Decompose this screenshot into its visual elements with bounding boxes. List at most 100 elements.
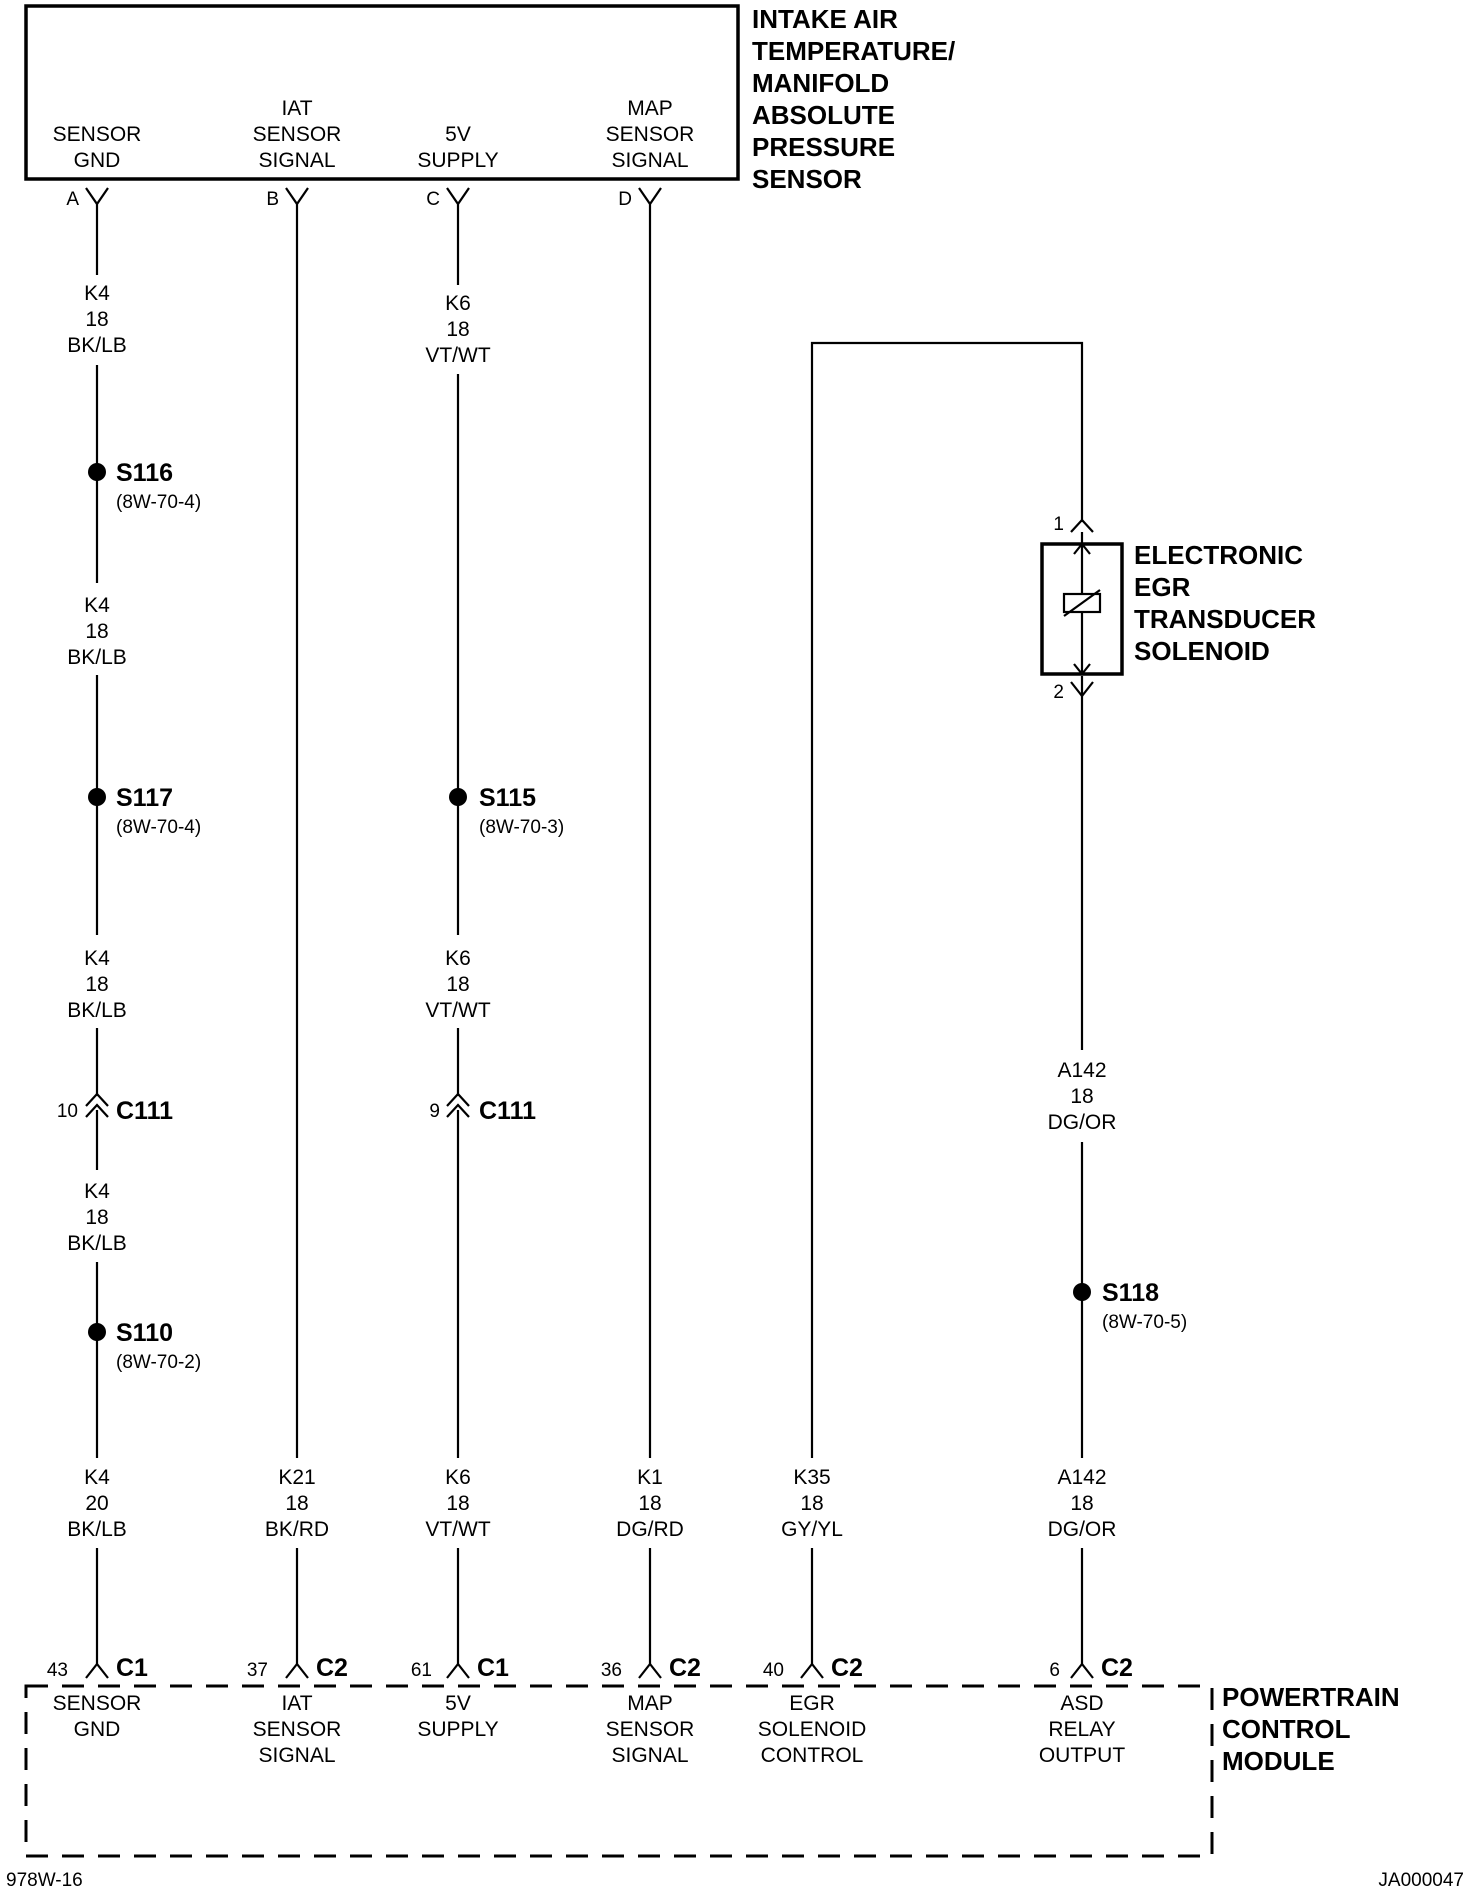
sensor-pin-a: A bbox=[66, 189, 79, 210]
pcm-connector-c2: C2 bbox=[316, 1654, 348, 1682]
wire-label-k1-circuit: K1 bbox=[637, 1466, 663, 1489]
wire-label-k4-gauge: 18 bbox=[85, 1206, 108, 1229]
splice-dot bbox=[88, 463, 106, 481]
wire-label-a142-gauge: 18 bbox=[1070, 1085, 1093, 1108]
male-connector-symbol bbox=[638, 1662, 662, 1679]
wire-label-k6-gauge: 18 bbox=[446, 973, 469, 996]
pcm-connector-c2: C2 bbox=[1101, 1654, 1133, 1682]
pcm-label-iat-3: SIGNAL bbox=[258, 1744, 335, 1767]
wire-label-k1-color: DG/RD bbox=[616, 1518, 684, 1541]
female-connector-symbol bbox=[85, 187, 109, 214]
sensor-title-2: TEMPERATURE/ bbox=[752, 36, 955, 66]
male-connector-symbol bbox=[800, 1662, 824, 1679]
wire-label-k6-color: VT/WT bbox=[425, 1518, 490, 1541]
wire-label-k4-gauge: 18 bbox=[85, 973, 108, 996]
male-connector-symbol bbox=[285, 1662, 309, 1679]
pcm-connector-c2: C2 bbox=[831, 1654, 863, 1682]
wire-label-k4-circuit: K4 bbox=[84, 1466, 110, 1489]
wire-label-k4-color: BK/LB bbox=[67, 334, 127, 357]
solenoid-lower-lead bbox=[1073, 612, 1091, 676]
wire-label-k4-color: BK/LB bbox=[67, 999, 127, 1022]
pcm-connector-c1: C1 bbox=[116, 1654, 148, 1682]
sensor-pin-d-label-2: SENSOR bbox=[606, 123, 695, 146]
wire-label-k4-circuit: K4 bbox=[84, 947, 110, 970]
splice-s118-ref: (8W-70-5) bbox=[1102, 1312, 1187, 1333]
footer-figure-id: 978W-16 bbox=[6, 1870, 83, 1891]
pcm-connector-c2: C2 bbox=[669, 1654, 701, 1682]
splice-s115-ref: (8W-70-3) bbox=[479, 817, 564, 838]
sensor-pin-a-label-2: GND bbox=[74, 149, 121, 172]
solenoid-title-1: ELECTRONIC bbox=[1134, 540, 1303, 570]
pcm-pin-43: 43 bbox=[47, 1660, 68, 1681]
solenoid-title-3: TRANSDUCER bbox=[1134, 604, 1316, 634]
wire-label-k4-gauge: 18 bbox=[85, 308, 108, 331]
wire-label-k4-color: BK/LB bbox=[67, 1518, 127, 1541]
pcm-pin-61: 61 bbox=[411, 1660, 432, 1681]
sensor-pin-d-label-3: SIGNAL bbox=[611, 149, 688, 172]
wire-label-a142-color: DG/OR bbox=[1048, 1518, 1117, 1541]
wire-label-k6-circuit: K6 bbox=[445, 947, 471, 970]
connector-c111: C111 bbox=[479, 1097, 536, 1125]
sensor-title-1: INTAKE AIR bbox=[752, 4, 898, 34]
pcm-pin-37: 37 bbox=[247, 1660, 268, 1681]
footer-drawing-id: JA000047 bbox=[1378, 1870, 1464, 1891]
wire-label-k6-circuit: K6 bbox=[445, 292, 471, 315]
pcm-box bbox=[24, 1684, 1214, 1858]
wire-label-a142-gauge: 18 bbox=[1070, 1492, 1093, 1515]
splice-dot bbox=[88, 788, 106, 806]
pcm-label-map-1: MAP bbox=[627, 1692, 673, 1715]
sensor-pin-a-label-1: SENSOR bbox=[53, 123, 142, 146]
wire-label-k6-gauge: 18 bbox=[446, 1492, 469, 1515]
inline-connector-symbol bbox=[85, 1092, 109, 1118]
pcm-connector-c1: C1 bbox=[477, 1654, 509, 1682]
pcm-label-sensor-gnd-2: GND bbox=[74, 1718, 121, 1741]
wire-label-k6-circuit: K6 bbox=[445, 1466, 471, 1489]
male-connector-symbol bbox=[1070, 1662, 1094, 1679]
solenoid-upper-lead bbox=[1073, 532, 1091, 594]
splice-s110: S110 bbox=[116, 1319, 173, 1347]
wire-label-k4-color: BK/LB bbox=[67, 646, 127, 669]
pcm-label-asd-3: OUTPUT bbox=[1039, 1744, 1126, 1767]
sensor-title-6: SENSOR bbox=[752, 164, 862, 194]
wire-label-k35-color: GY/YL bbox=[781, 1518, 843, 1541]
connector-c111: C111 bbox=[116, 1097, 173, 1125]
pcm-pin-36: 36 bbox=[601, 1660, 622, 1681]
wire-label-k35-gauge: 18 bbox=[800, 1492, 823, 1515]
wire-label-k4-color: BK/LB bbox=[67, 1232, 127, 1255]
pcm-label-map-2: SENSOR bbox=[606, 1718, 695, 1741]
female-connector-symbol bbox=[1070, 676, 1094, 698]
sensor-pin-d: D bbox=[618, 189, 632, 210]
splice-s110-ref: (8W-70-2) bbox=[116, 1352, 201, 1373]
pcm-label-egr-3: CONTROL bbox=[761, 1744, 864, 1767]
splice-s116: S116 bbox=[116, 459, 173, 487]
pcm-label-map-3: SIGNAL bbox=[611, 1744, 688, 1767]
solenoid-pin-2: 2 bbox=[1053, 682, 1064, 703]
wire-label-k4-gauge: 18 bbox=[85, 620, 108, 643]
female-connector-symbol bbox=[638, 187, 662, 214]
wire-label-k35-circuit: K35 bbox=[793, 1466, 830, 1489]
splice-s117-ref: (8W-70-4) bbox=[116, 817, 201, 838]
sensor-pin-c-label-2: SUPPLY bbox=[417, 149, 498, 172]
pcm-label-asd-1: ASD bbox=[1060, 1692, 1103, 1715]
solenoid-pin-1: 1 bbox=[1053, 514, 1064, 535]
splice-dot bbox=[1073, 1283, 1091, 1301]
wire-label-a142-color: DG/OR bbox=[1048, 1111, 1117, 1134]
wire-label-k21-gauge: 18 bbox=[285, 1492, 308, 1515]
pcm-title-3: MODULE bbox=[1222, 1746, 1335, 1776]
wire-label-a142-circuit: A142 bbox=[1057, 1059, 1106, 1082]
pcm-title-1: POWERTRAIN bbox=[1222, 1682, 1400, 1712]
male-connector-symbol bbox=[85, 1662, 109, 1679]
pcm-label-egr-2: SOLENOID bbox=[758, 1718, 867, 1741]
wire-label-k4-circuit: K4 bbox=[84, 594, 110, 617]
pcm-label-egr-1: EGR bbox=[789, 1692, 835, 1715]
splice-s118: S118 bbox=[1102, 1279, 1159, 1307]
sensor-title-4: ABSOLUTE bbox=[752, 100, 895, 130]
pcm-label-iat-2: SENSOR bbox=[253, 1718, 342, 1741]
wire-label-k6-color: VT/WT bbox=[425, 999, 490, 1022]
sensor-pin-c-label-1: 5V bbox=[445, 123, 471, 146]
wire-label-k1-gauge: 18 bbox=[638, 1492, 661, 1515]
c111-pin-9: 9 bbox=[429, 1101, 440, 1122]
pcm-pin-6: 6 bbox=[1049, 1660, 1060, 1681]
sensor-pin-b-label-1: IAT bbox=[281, 97, 312, 120]
wire-label-k4-circuit: K4 bbox=[84, 1180, 110, 1203]
